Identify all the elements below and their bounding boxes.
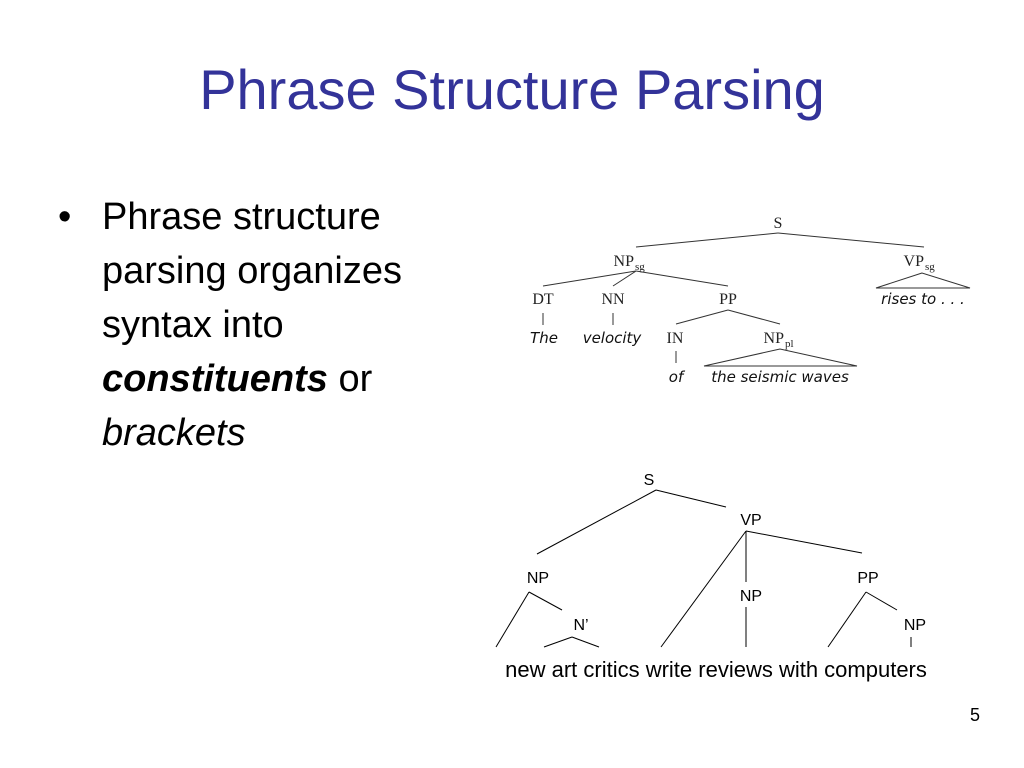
tree1-word-rises: rises to . . . (881, 290, 965, 308)
tree1-word-seismic-waves: the seismic waves (711, 368, 849, 386)
tree1-word-velocity: velocity (583, 329, 643, 347)
term-connector: or (338, 358, 373, 400)
tree1-node-DT: DT (532, 291, 554, 308)
tree1-node-PP: PP (719, 291, 737, 308)
tree1-node-S: S (774, 215, 783, 232)
tree1-node-NPsg: NP (614, 253, 635, 270)
bullet-marker: • (58, 196, 72, 238)
tree1-word-of: of (669, 368, 686, 386)
bullet-text-lead: Phrase structure parsing organizes synta… (102, 196, 402, 346)
page-number: 5 (969, 705, 980, 725)
tree2-node-Nbar: N’ (573, 617, 588, 634)
term-brackets: brackets (102, 412, 246, 454)
tree2-node-S: S (644, 472, 655, 489)
tree1-node-NPsg-sub: sg (635, 261, 645, 273)
tree2-node-VP: VP (740, 512, 761, 529)
tree1-node-VPsg: VP (904, 253, 925, 270)
tree1-node-NN: NN (601, 291, 625, 308)
tree1-node-NPpl: NP (764, 330, 785, 347)
tree1-word-the: The (530, 329, 558, 347)
tree2-node-NP-subject: NP (527, 570, 549, 587)
tree1-node-VPsg-sub: sg (925, 261, 935, 273)
tree2-node-NP-pp: NP (904, 617, 926, 634)
tree1-edges (542, 232, 971, 367)
tree2-edges (495, 489, 912, 648)
term-constituents: constituents (102, 358, 328, 400)
tree1-node-NPpl-sub: pl (785, 338, 794, 350)
slide-title: Phrase Structure Parsing (199, 58, 825, 121)
bullet-point: • Phrase structure parsing organizes syn… (58, 190, 478, 460)
tree1-node-IN: IN (667, 330, 684, 347)
tree2-sentence: new art critics write reviews with compu… (505, 657, 927, 682)
tree2-node-PP: PP (857, 570, 878, 587)
tree2-node-NP-object: NP (740, 588, 762, 605)
bullet-text: Phrase structure parsing organizes synta… (102, 190, 478, 460)
